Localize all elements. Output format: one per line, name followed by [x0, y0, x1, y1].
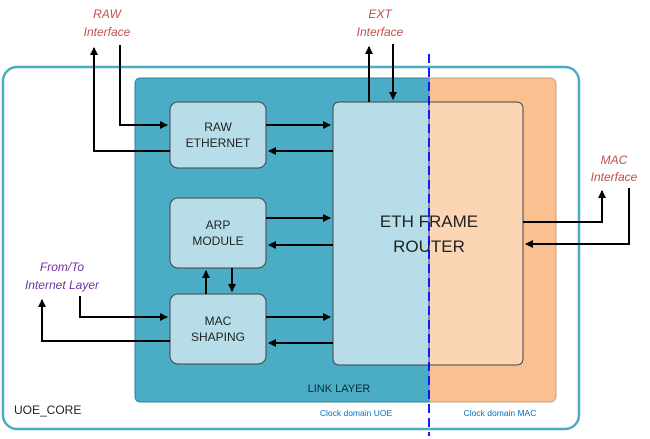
arp-module-label-line1: ARP: [206, 218, 231, 232]
mac-interface-label-line2: Interface: [591, 170, 638, 184]
arrow-raw-interface-in: [119, 45, 168, 129]
arrow-internet-in: [79, 296, 168, 321]
ext-interface-label-line1: EXT: [368, 7, 393, 21]
arrow-internet-out: [38, 299, 170, 342]
arp-module-block: [169, 197, 267, 269]
arrow-raw-interface-out: [90, 47, 170, 152]
arp-module-label-line2: MODULE: [192, 234, 243, 248]
internet-layer-label-line1: From/To: [40, 260, 85, 274]
eth-frame-router-label-line1: ETH FRAME: [380, 212, 478, 231]
raw-ethernet-label-line2: ETHERNET: [186, 136, 251, 150]
mac-shaping-block: [169, 293, 267, 365]
clock-domain-mac-label: Clock domain MAC: [464, 408, 537, 418]
mac-shaping-label-line2: SHAPING: [191, 330, 245, 344]
raw-interface-label-line2: Interface: [84, 25, 131, 39]
raw-ethernet-block: [169, 101, 267, 169]
uoe-core-label: UOE_CORE: [14, 403, 81, 417]
eth-frame-router-uoe-part: [332, 101, 430, 366]
eth-frame-router-mac-part: [428, 101, 524, 366]
link-layer-label: LINK LAYER: [308, 383, 371, 395]
arrow-mac-interface-out: [523, 190, 606, 223]
raw-ethernet-label-line1: RAW: [204, 120, 232, 134]
arrow-mac-interface-in: [525, 188, 630, 248]
eth-frame-router-label-line2: ROUTER: [393, 237, 465, 256]
connection-arrows: [38, 44, 630, 347]
internet-layer-label-line2: Internet Layer: [25, 278, 100, 292]
mac-interface-label-line1: MAC: [601, 153, 628, 167]
mac-shaping-label-line1: MAC: [205, 314, 232, 328]
ext-interface-label-line2: Interface: [357, 25, 404, 39]
clock-domain-uoe-label: Clock domain UOE: [320, 408, 393, 418]
raw-interface-label-line1: RAW: [93, 7, 122, 21]
